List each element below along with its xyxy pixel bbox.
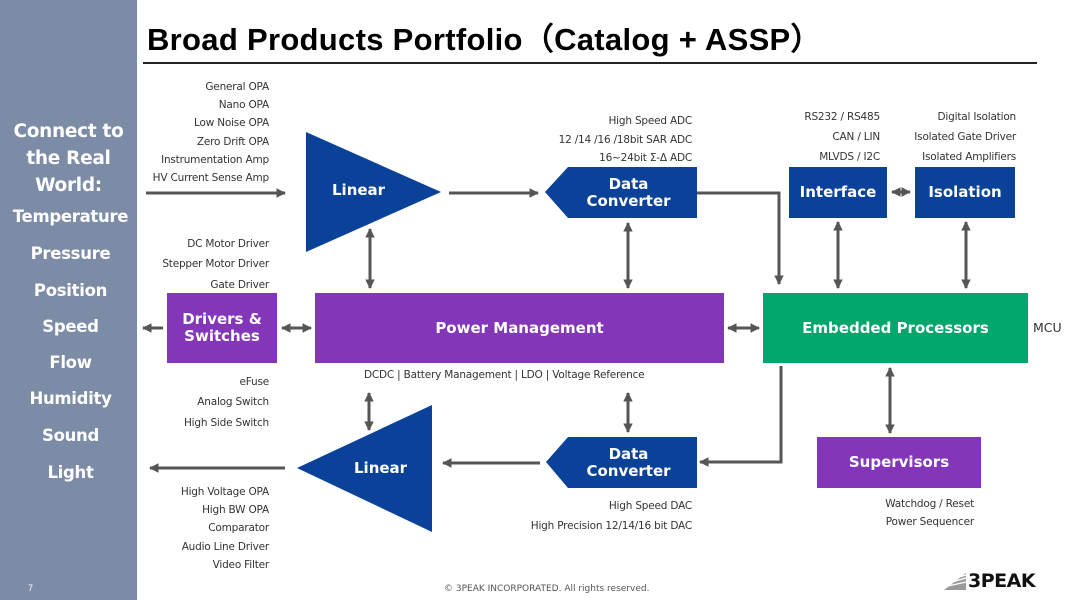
sidebar-heading-line: World: <box>35 175 102 196</box>
adc-shape <box>545 167 697 218</box>
interface-products: RS232 / RS485 CAN / LIN MLVDS / I2C <box>804 107 880 167</box>
embedded-processors-block: Embedded Processors <box>763 293 1028 363</box>
page-title: Broad Products Portfolio（Catalog + ASSP） <box>147 22 822 57</box>
product-item: Power Sequencer <box>885 516 974 528</box>
product-item: Low Noise OPA <box>194 117 269 130</box>
dac-shape <box>546 437 697 488</box>
product-item: Isolated Gate Driver <box>914 131 1016 143</box>
supervisors-block: Supervisors <box>817 437 981 488</box>
product-item: RS232 / RS485 <box>804 111 880 123</box>
linear-top-products: General OPA Nano OPA Low Noise OPA Zero … <box>152 78 270 187</box>
product-item: Comparator <box>208 522 269 535</box>
dac-label-line: Converter <box>586 462 671 480</box>
adc-label-line: Data <box>608 175 649 193</box>
company-logo: 3PEAK <box>942 570 1036 592</box>
product-item: MLVDS / I2C <box>819 151 880 163</box>
dac-block: Data Converter <box>560 440 697 486</box>
dac-products: High Speed DAC High Precision 12/14/16 b… <box>531 496 692 536</box>
sidebar-item-pressure: Pressure <box>30 244 111 263</box>
power-management-block: Power Management <box>315 293 724 363</box>
supervisors-products: Watchdog / Reset Power Sequencer <box>885 495 974 531</box>
product-item: High Precision 12/14/16 bit DAC <box>530 520 692 532</box>
interface-block: Interface <box>789 167 887 218</box>
product-item: General OPA <box>205 81 269 93</box>
sidebar-item-light: Light <box>47 463 94 482</box>
product-item: HV Current Sense Amp <box>152 172 270 185</box>
linear-bottom-products: High Voltage OPA High BW OPA Comparator … <box>181 483 269 574</box>
arrow-embedded-to-dac <box>699 366 783 467</box>
drivers-products-above: DC Motor Driver Stepper Motor Driver Gat… <box>162 234 269 295</box>
adc-products: High Speed ADC 12 /14 /16 /18bit SAR ADC… <box>558 112 693 168</box>
copyright-text: © 3PEAK INCORPORATED. All rights reserve… <box>444 584 650 594</box>
power-products: DCDC | Battery Management | LDO | Voltag… <box>364 369 645 381</box>
product-item: High Side Switch <box>183 416 269 429</box>
drivers-products-below: eFuse Analog Switch High Side Switch <box>184 372 269 433</box>
product-item: Isolated Amplifiers <box>922 151 1016 163</box>
sidebar: Connect to the Real World: Temperature P… <box>0 0 137 600</box>
sidebar-item-humidity: Humidity <box>29 389 112 408</box>
product-item: 12 /14 /16 /18bit SAR ADC <box>558 133 693 146</box>
dac-label-line: Data <box>608 445 649 463</box>
title-divider <box>143 62 1037 64</box>
peak-logo-icon <box>944 573 967 590</box>
sidebar-item-position: Position <box>33 281 108 300</box>
product-item: High Speed DAC <box>608 500 692 512</box>
product-item: Zero Drift OPA <box>196 135 269 148</box>
isolation-products: Digital Isolation Isolated Gate Driver I… <box>914 107 1016 167</box>
drivers-switches-block: Drivers & Switches <box>167 293 277 363</box>
adc-block: Data Converter <box>560 170 697 216</box>
product-item: Analog Switch <box>197 396 269 409</box>
linear-top-label: Linear <box>332 181 386 199</box>
product-item: Video Filter <box>212 558 270 571</box>
sidebar-item-temperature: Temperature <box>12 207 129 226</box>
isolation-block: Isolation <box>915 167 1015 218</box>
product-item: Stepper Motor Driver <box>162 258 269 271</box>
mcu-label: MCU <box>1033 320 1062 335</box>
product-item: eFuse <box>239 376 269 388</box>
sidebar-heading-line: the Real <box>26 148 111 169</box>
product-item: Digital Isolation <box>937 111 1017 123</box>
linear-bottom-triangle <box>297 405 432 532</box>
product-item: Audio Line Driver <box>181 540 270 553</box>
product-item: DC Motor Driver <box>187 238 269 250</box>
product-item: High Voltage OPA <box>180 486 269 498</box>
product-item: Nano OPA <box>218 99 269 112</box>
arrow-adc-to-embedded <box>697 191 784 285</box>
product-item: Watchdog / Reset <box>885 498 974 510</box>
sidebar-item-sound: Sound <box>41 426 100 445</box>
product-item: CAN / LIN <box>832 131 880 143</box>
page-number: 7 <box>28 583 34 593</box>
logo-text: 3PEAK <box>968 570 1036 592</box>
adc-label-line: Converter <box>586 192 671 210</box>
product-item: High BW OPA <box>202 504 269 517</box>
sidebar-item-flow: Flow <box>49 353 92 372</box>
drivers-label-line: Switches <box>184 327 260 345</box>
sidebar-heading: Connect to the Real World: <box>0 118 137 199</box>
sidebar-heading-line: Connect to <box>13 121 124 142</box>
product-item: 16~24bit Σ-Δ ADC <box>599 152 692 164</box>
linear-bottom-label: Linear <box>354 459 408 477</box>
product-item: Gate Driver <box>210 278 269 291</box>
linear-top-triangle <box>306 132 441 252</box>
product-item: High Speed ADC <box>608 115 692 127</box>
drivers-label-line: Drivers & <box>182 310 262 328</box>
sidebar-item-speed: Speed <box>42 317 99 336</box>
product-item: Instrumentation Amp <box>161 153 269 166</box>
